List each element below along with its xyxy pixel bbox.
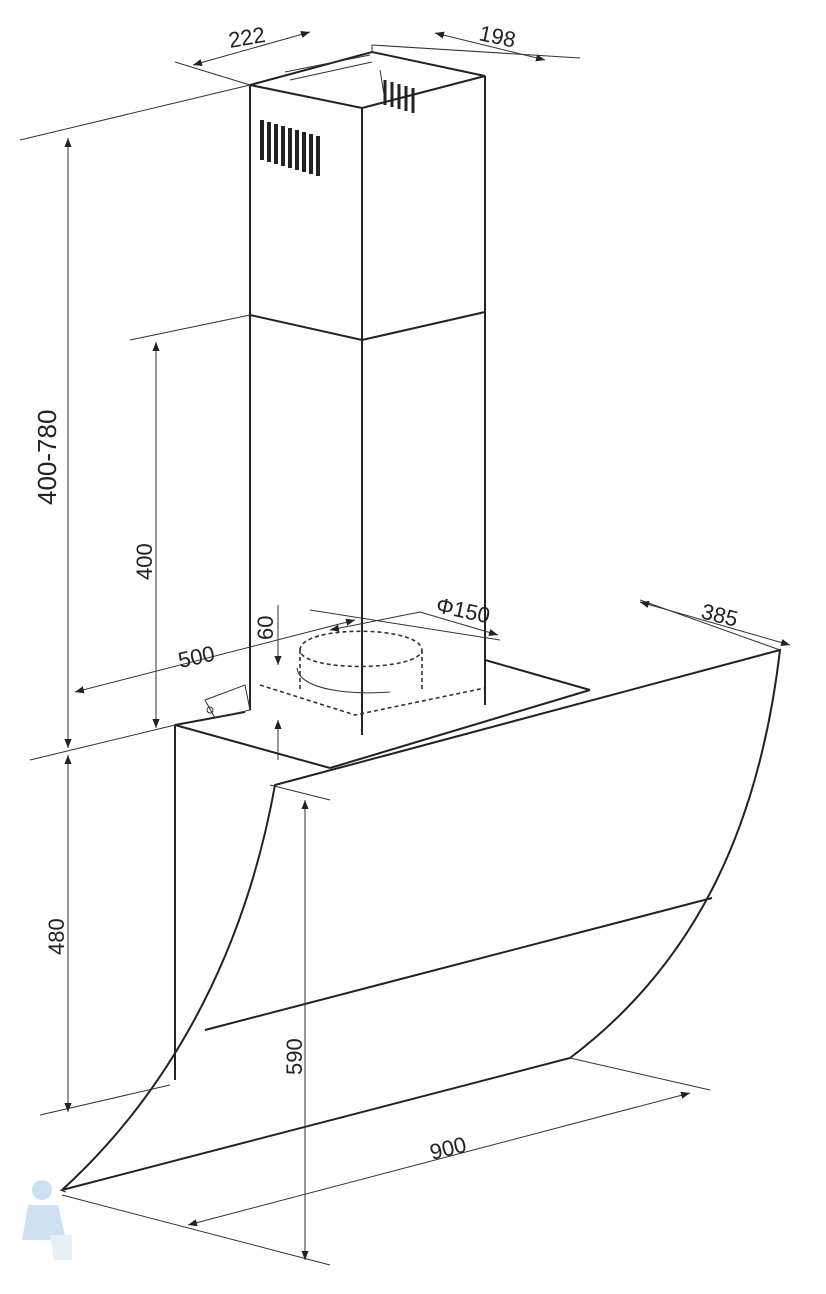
vent-slots-icon	[260, 80, 415, 176]
dim-outlet-offset: 60	[253, 616, 278, 640]
chimney	[249, 50, 486, 735]
dim-hood-depth: 385	[699, 599, 741, 632]
dim-body-width: 500	[176, 641, 217, 673]
dim-lower-chimney: 400	[132, 543, 157, 580]
dim-glass-height: 590	[282, 1038, 307, 1075]
dim-hood-width: 900	[427, 1132, 469, 1165]
top-plate	[174, 630, 591, 769]
dim-chimney-width: 222	[227, 22, 268, 53]
dimension-lines	[19, 30, 791, 1266]
plumber-logo-icon	[22, 1180, 72, 1260]
hood-body	[59, 648, 782, 1193]
dim-outlet-diameter: Φ150	[434, 592, 492, 628]
dim-body-height: 480	[44, 918, 69, 955]
dim-chimney-depth: 198	[477, 20, 518, 52]
dim-total-height: 400-780	[32, 410, 62, 505]
